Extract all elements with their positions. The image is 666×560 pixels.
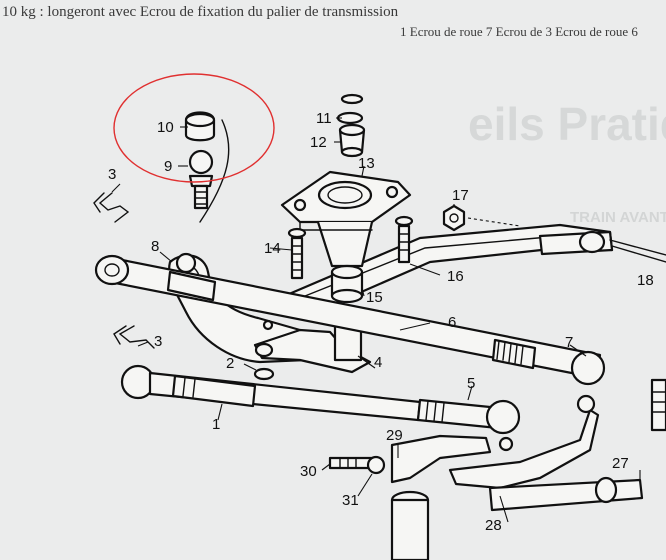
bushing-15 [330,264,364,304]
label-part-27: 27 [612,455,629,472]
lever-28 [448,394,644,512]
bleed-through-subtitle: TRAIN AVANT [570,209,666,226]
bolt-16 [394,215,414,264]
label-part-13: 13 [358,155,375,172]
highlight-circle [113,73,275,183]
bolt-14 [287,227,307,280]
bushing-12 [338,123,366,158]
clip-3-lower [113,325,155,349]
label-part-16: 16 [447,268,464,285]
leader-lines [111,117,641,523]
label-part-10: 10 [157,119,174,136]
label-part-6: 6 [448,314,456,331]
label-part-7: 7 [565,334,573,351]
bleed-through-title: eils Pratiques [468,98,666,150]
label-part-17: 17 [452,187,469,204]
label-part-29: 29 [386,427,403,444]
tie-rod-5 [416,398,521,452]
label-part-14: 14 [264,240,281,257]
label-part-5: 5 [467,375,475,392]
header-text-line-1: 10 kg : longeront avec Ecrou de fixation… [2,4,399,20]
tie-rod-6 [94,254,606,386]
cap-10 [184,111,216,142]
label-part-4: 4 [374,354,382,371]
label-part-30: 30 [300,463,317,480]
label-part-1: 1 [212,416,220,433]
label-part-31: 31 [342,492,359,509]
label-part-8: 8 [151,238,159,255]
label-part-3-lower: 3 [154,333,162,350]
label-part-9: 9 [164,158,172,175]
label-part-3-upper: 3 [108,166,116,183]
rod-18 [538,230,666,263]
label-part-28: 28 [485,517,502,534]
label-part-2: 2 [226,355,234,372]
label-part-11: 11 [316,110,332,127]
header-text-line-2: 1 Ecrou de roue 7 Ecrou de 3 Ecrou de ro… [400,24,638,39]
bracket-13 [280,170,412,268]
ball-stud-9 [188,149,214,210]
arm-29 [390,434,492,560]
bolt-30 [328,455,386,475]
stud-27 [650,378,666,432]
label-part-15: 15 [366,289,383,306]
washer-11 [336,93,364,125]
highlight-tail-stroke [199,119,230,223]
clip-3-upper [93,192,130,223]
label-part-18: 18 [637,272,654,289]
washer-2 [253,367,275,381]
label-part-12: 12 [310,134,327,151]
nut-17 [442,204,521,232]
